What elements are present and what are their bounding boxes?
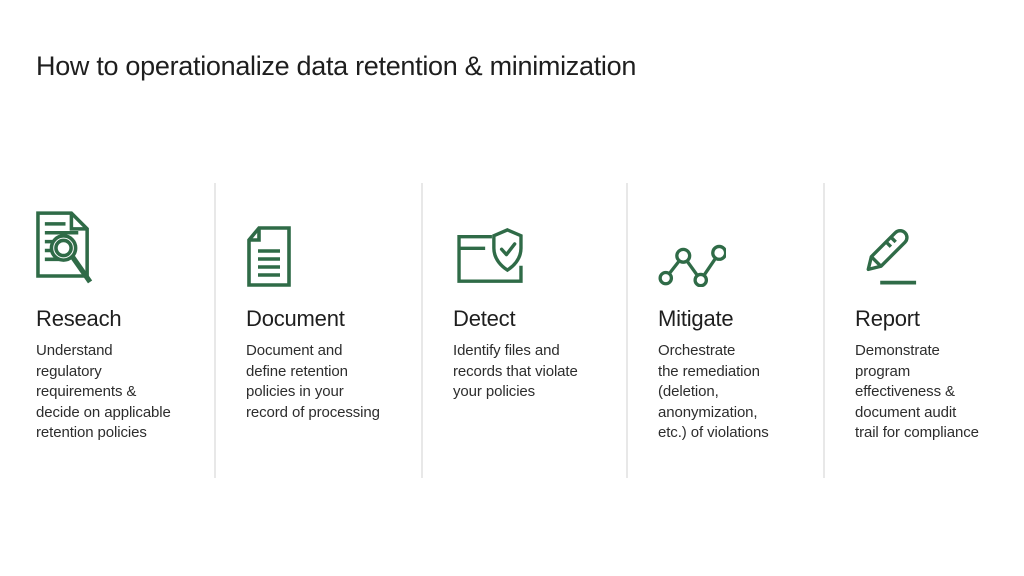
document-magnifier-icon (36, 211, 93, 284)
step-research: Reseach Understand regulatory requiremen… (36, 183, 214, 444)
step-description: Demonstrate program effectiveness & docu… (855, 342, 979, 442)
step-title: Mitigate (658, 306, 734, 331)
step-detect: Detect Identify files and records that v… (453, 183, 631, 403)
trend-nodes-icon (658, 244, 726, 287)
step-description: Orchestrate the remediation (deletion, a… (658, 342, 769, 442)
document-lines-icon (247, 226, 291, 287)
step-description: Document and define retention policies i… (246, 342, 380, 421)
column-divider (823, 183, 825, 478)
step-description: Understand regulatory requirements & dec… (36, 342, 171, 442)
step-report: Report Demonstrate program effectiveness… (855, 183, 1024, 444)
step-title: Reseach (36, 306, 122, 331)
step-mitigate: Mitigate Orchestrate the remediation (de… (658, 183, 836, 444)
column-divider (421, 183, 423, 478)
file-shield-check-icon (457, 228, 523, 283)
step-title: Document (246, 306, 345, 331)
step-description: Identify files and records that violate … (453, 342, 578, 401)
step-title: Detect (453, 306, 516, 331)
column-divider (626, 183, 628, 478)
column-divider (214, 183, 216, 478)
pencil-underline-icon (866, 229, 917, 285)
step-title: Report (855, 306, 920, 331)
page-title: How to operationalize data retention & m… (36, 51, 637, 81)
step-document: Document Document and define retention p… (246, 183, 424, 423)
